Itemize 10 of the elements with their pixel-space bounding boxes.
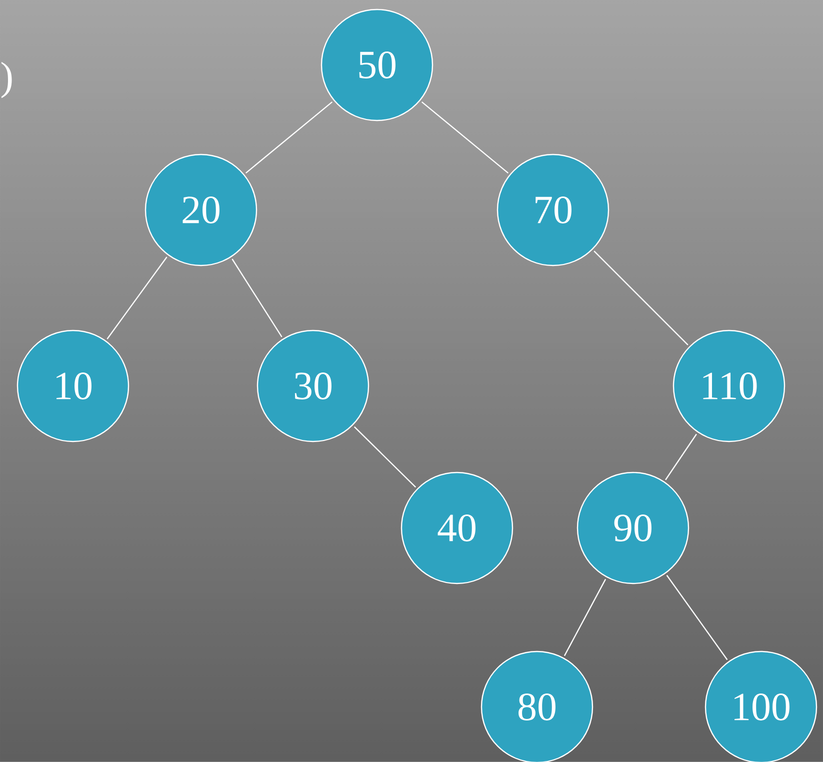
tree-edge: [665, 434, 697, 480]
cut-off-text: ): [2, 62, 12, 98]
tree-edge: [421, 101, 509, 174]
tree-edge: [666, 574, 728, 660]
tree-edge: [245, 101, 333, 174]
tree-edge: [594, 250, 688, 346]
tree-edge: [232, 258, 282, 338]
tree-edge: [354, 426, 416, 488]
tree-edge: [564, 578, 606, 656]
tree-edge: [106, 256, 168, 340]
